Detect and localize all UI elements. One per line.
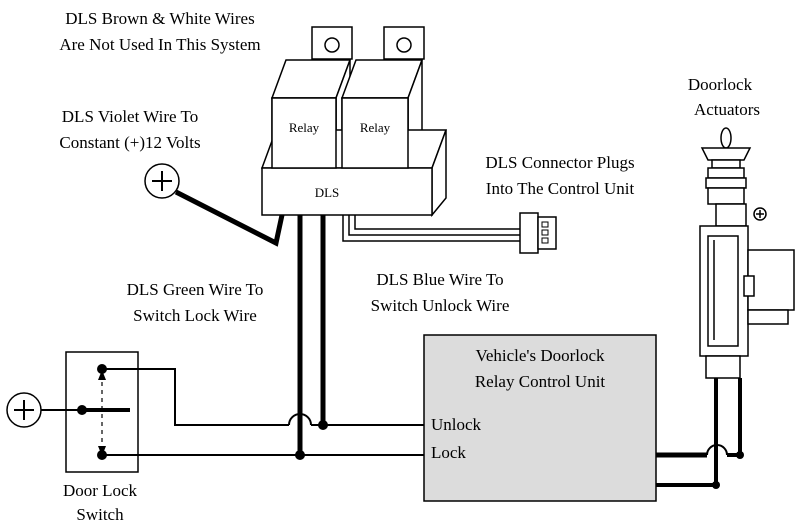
switch-label-line2: Switch [76,505,124,523]
unlock-terminal-label: Unlock [431,415,482,434]
doorlock-actuator [699,127,795,379]
relay-left-front-label: Relay [289,120,320,135]
actuator-junction-lower [712,481,720,489]
relay-right-tab [383,26,425,60]
switch-label-line1: Door Lock [63,481,138,500]
green-wire-label-line2: Switch Lock Wire [133,306,257,325]
connector-wires [342,215,520,242]
unused-wires-label-line2: Are Not Used In This System [59,35,260,54]
actuators-label-line2: Actuators [694,100,760,119]
violet-wire-label-line1: DLS Violet Wire To [62,107,198,126]
actuator-wires [656,378,742,487]
connector-label-line2: Into The Control Unit [486,179,635,198]
blue-wire-label-line1: DLS Blue Wire To [376,270,503,289]
relay-left-tab [311,26,353,60]
actuator-junction-upper [736,451,744,459]
unused-wires-label-line1: DLS Brown & White Wires [65,9,254,28]
green-junction [295,450,305,460]
actuators-label-line1: Doorlock [688,75,753,94]
door-lock-switch [65,351,139,473]
green-wire-label-line1: DLS Green Wire To [127,280,264,299]
control-unit-title-line1: Vehicle's Doorlock [475,346,605,365]
violet-wire-label-line2: Constant (+)12 Volts [59,133,200,152]
blue-junction [318,420,328,430]
blue-wire-label-line2: Switch Unlock Wire [371,296,510,315]
violet-wire [174,189,285,247]
connector-plug [519,212,557,254]
relay-right-front-label: Relay [360,120,391,135]
control-unit-title-line2: Relay Control Unit [475,372,606,391]
connector-label-line1: DLS Connector Plugs [485,153,634,172]
plus-terminal-left [6,392,42,428]
unlock-wire [102,368,425,426]
lock-terminal-label: Lock [431,443,466,462]
plus-terminal-top [144,163,180,199]
control-unit: Vehicle's Doorlock Relay Control Unit Un… [423,334,657,502]
dls-label: DLS [315,185,340,200]
